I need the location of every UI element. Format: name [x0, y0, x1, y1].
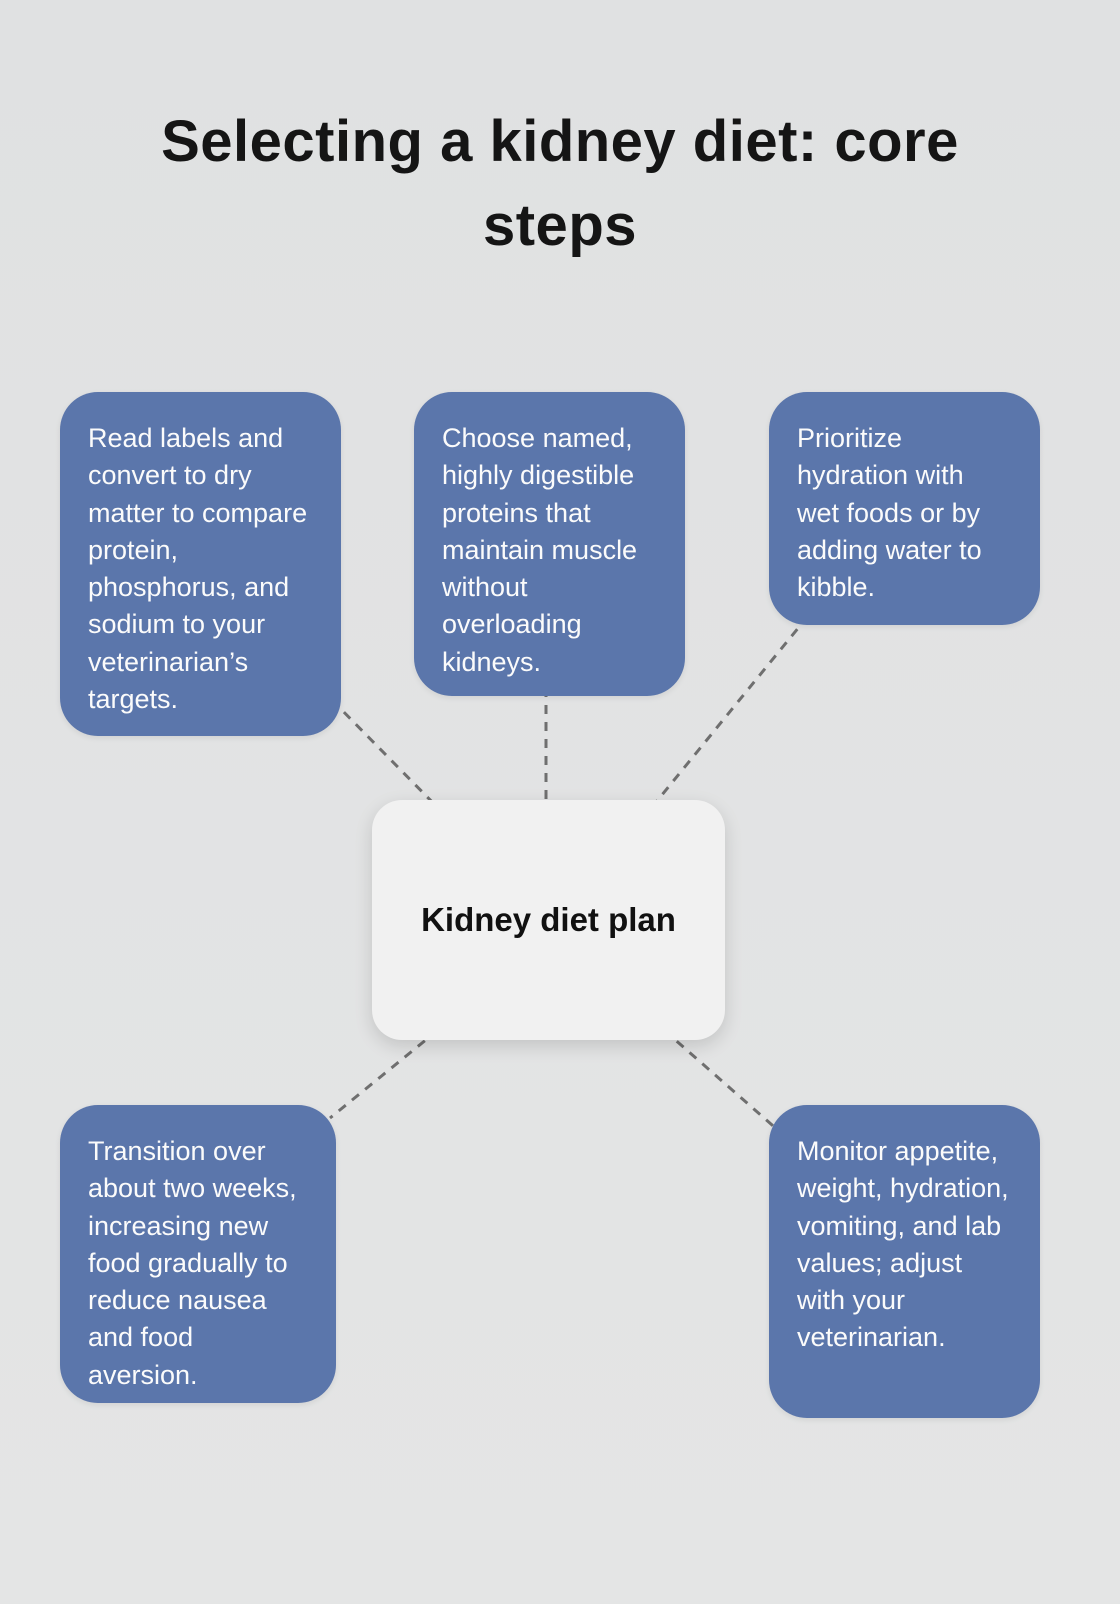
connector-line-bottom-left	[329, 1028, 439, 1120]
connector-line-top-left	[330, 698, 444, 814]
step-node-transition: Transition over about two weeks, increas…	[60, 1105, 336, 1403]
connector-line-bottom-right	[663, 1028, 781, 1134]
step-node-monitor: Monitor appetite, weight, hydration, vom…	[769, 1105, 1040, 1418]
connector-line-top-right	[646, 615, 810, 813]
step-node-text: Choose named, highly digestible proteins…	[442, 423, 638, 677]
step-node-read-labels: Read labels and convert to dry matter to…	[60, 392, 341, 736]
center-node-kidney-diet-plan: Kidney diet plan	[372, 800, 725, 1040]
center-node-label: Kidney diet plan	[421, 901, 676, 938]
step-node-choose-proteins: Choose named, highly digestible proteins…	[414, 392, 685, 696]
step-node-text: Transition over about two weeks, increas…	[88, 1136, 297, 1390]
diagram-title: Selecting a kidney diet: core steps	[161, 109, 959, 259]
step-node-text: Read labels and convert to dry matter to…	[88, 423, 308, 714]
step-node-text: Monitor appetite, weight, hydration, vom…	[797, 1136, 1009, 1353]
step-node-hydration: Prioritize hydration with wet foods or b…	[769, 392, 1040, 625]
step-node-text: Prioritize hydration with wet foods or b…	[797, 423, 982, 602]
